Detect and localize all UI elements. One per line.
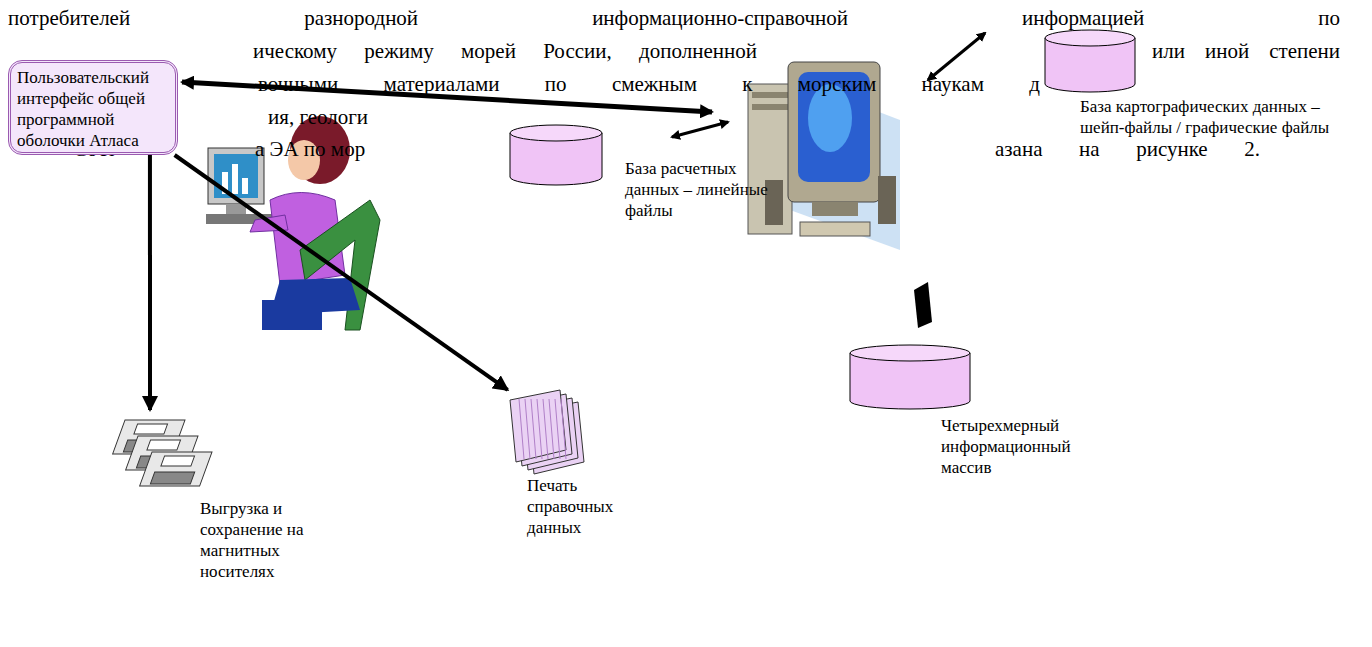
flow-arrow — [175, 155, 508, 390]
link-mark — [914, 282, 932, 328]
document-text: азана на рисунке 2. — [995, 137, 1260, 162]
interface-box: Пользовательский интерфейс общей програм… — [8, 60, 178, 155]
database-cylinder: Четырехмерный информационный массив — [845, 345, 1085, 505]
node-label: База картографических данных – шейп-файл… — [1080, 96, 1338, 138]
document-text: ическому режиму морей России, дополненно… — [253, 39, 757, 64]
user-figure — [206, 116, 380, 330]
document-text: а ЭА по мор — [255, 137, 365, 162]
node-label: Четырехмерный информационный массив — [941, 415, 1083, 478]
node-label: База расчетных данных – линейные файлы — [625, 158, 795, 221]
link-arrow — [672, 122, 728, 137]
node-label: Выгрузка и сохранение на магнитных носит… — [200, 498, 340, 582]
document-text: вочными материалами по смежным к морским… — [258, 72, 1040, 97]
flow-arrow — [148, 155, 152, 410]
node-label: Печать справочных данных — [527, 475, 627, 538]
database-cylinder: База картографических данных – шейп-файл… — [1040, 30, 1340, 154]
database-cylinder: База расчетных данных – линейные файлы — [505, 125, 805, 225]
output-node: Печать справочных данных — [505, 385, 635, 550]
document-text: потребителей разнородной информационно-с… — [8, 6, 1340, 31]
document-text: ия, геологи — [268, 105, 368, 130]
document-text: или иной степени — [1152, 39, 1340, 64]
output-node: Выгрузка и сохранение на магнитных носит… — [100, 410, 350, 642]
node-label: Пользовательский интерфейс общей програм… — [17, 67, 177, 151]
